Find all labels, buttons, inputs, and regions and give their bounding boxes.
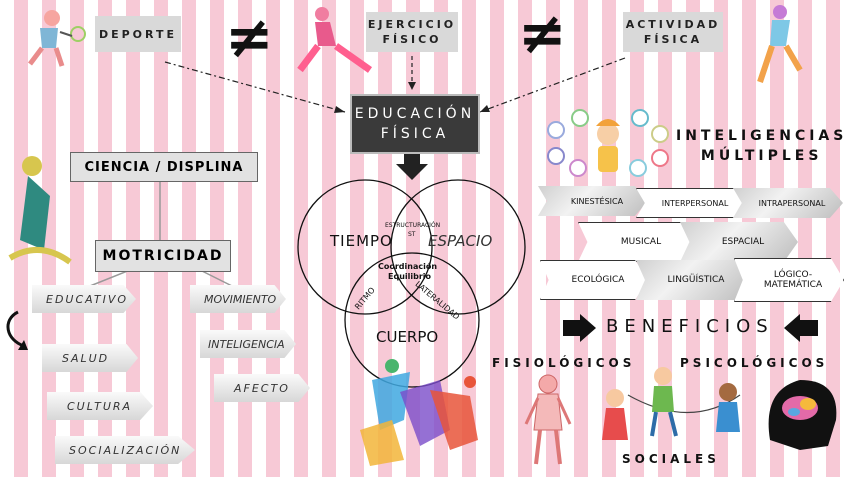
logico-matematica-chevron: LÓGICO- MATEMÁTICA (734, 258, 844, 302)
tennis-player-figure (28, 10, 86, 67)
kinestesica-chevron: KINESTÉSICA (538, 186, 648, 216)
ejercicio-box: EJERCICIO FÍSICO (366, 12, 458, 52)
lunge-figure (297, 7, 373, 73)
runner-figure (757, 5, 803, 83)
espacial-chevron: ESPACIAL (680, 222, 798, 262)
brain-head-figure (768, 380, 837, 450)
venn-st: ST (408, 231, 416, 238)
inteligencias-multiples-title: INTELIGENCIAS MÚLTIPLES (676, 128, 848, 164)
salud-item: SALUD (42, 344, 138, 372)
motricidad-label: MOTRICIDAD (102, 248, 224, 264)
not-equal-symbol: ≠ (225, 3, 274, 71)
ecologica-chevron: ECOLÓGICA (540, 260, 648, 300)
intelligences-icons-cluster (547, 109, 669, 177)
actividad-box: ACTIVIDAD FÍSICA (623, 12, 723, 52)
ejercicio-label: EJERCICIO FÍSICO (367, 18, 457, 46)
inteligencia-item: INTELIGENCIA (200, 330, 296, 358)
anatomy-figure (524, 374, 572, 465)
musical-chevron: MUSICAL (578, 222, 696, 262)
movimiento-item: MOVIMIENTO (190, 285, 286, 313)
cultura-item: CULTURA (47, 392, 153, 420)
beneficios-title: BENEFICIOS (606, 316, 774, 337)
kids-figure (602, 367, 740, 440)
venn-cuerpo: CUERPO (376, 328, 439, 346)
psicologicos-label: PSICOLÓGICOS (680, 356, 829, 370)
socializacion-item: SOCIALIZACIÓN (55, 436, 195, 464)
venn-coordinacion: Coordinación (378, 262, 438, 271)
yoga-figure (8, 156, 72, 265)
motricidad-box: MOTRICIDAD (95, 240, 231, 272)
intrapersonal-chevron: INTRAPERSONAL (733, 188, 843, 218)
deporte-box: DEPORTE (95, 16, 181, 52)
deporte-label: DEPORTE (98, 27, 178, 41)
afecto-item: AFECTO (214, 374, 310, 402)
runners-group-figure (360, 359, 478, 466)
not-equal-symbol: ≠ (518, 0, 567, 67)
educacion-fisica-label: EDUCACIÓN FÍSICA (354, 106, 476, 142)
educativo-item: EDUCATIVO (32, 285, 136, 313)
sociales-label: SOCIALES (622, 452, 720, 466)
educacion-fisica-box: EDUCACIÓN FÍSICA (350, 94, 480, 154)
fisiologicos-label: FISIOLÓGICOS (492, 356, 636, 370)
venn-tiempo: TIEMPO (330, 232, 393, 250)
venn-espacio: ESPACIO (428, 232, 493, 250)
linguistica-chevron: LINGÜÍSTICA (636, 260, 748, 300)
venn-equilibrio: Equilibrio (388, 272, 432, 281)
venn-estructuracion: ESTRUCTURACIÓN (385, 222, 441, 229)
actividad-label: ACTIVIDAD FÍSICA (625, 18, 721, 46)
interpersonal-chevron: INTERPERSONAL (636, 188, 746, 218)
ciencia-disciplina-box: CIENCIA / DISPLINA (70, 152, 258, 182)
ciencia-disciplina-label: CIENCIA / DISPLINA (84, 159, 244, 175)
